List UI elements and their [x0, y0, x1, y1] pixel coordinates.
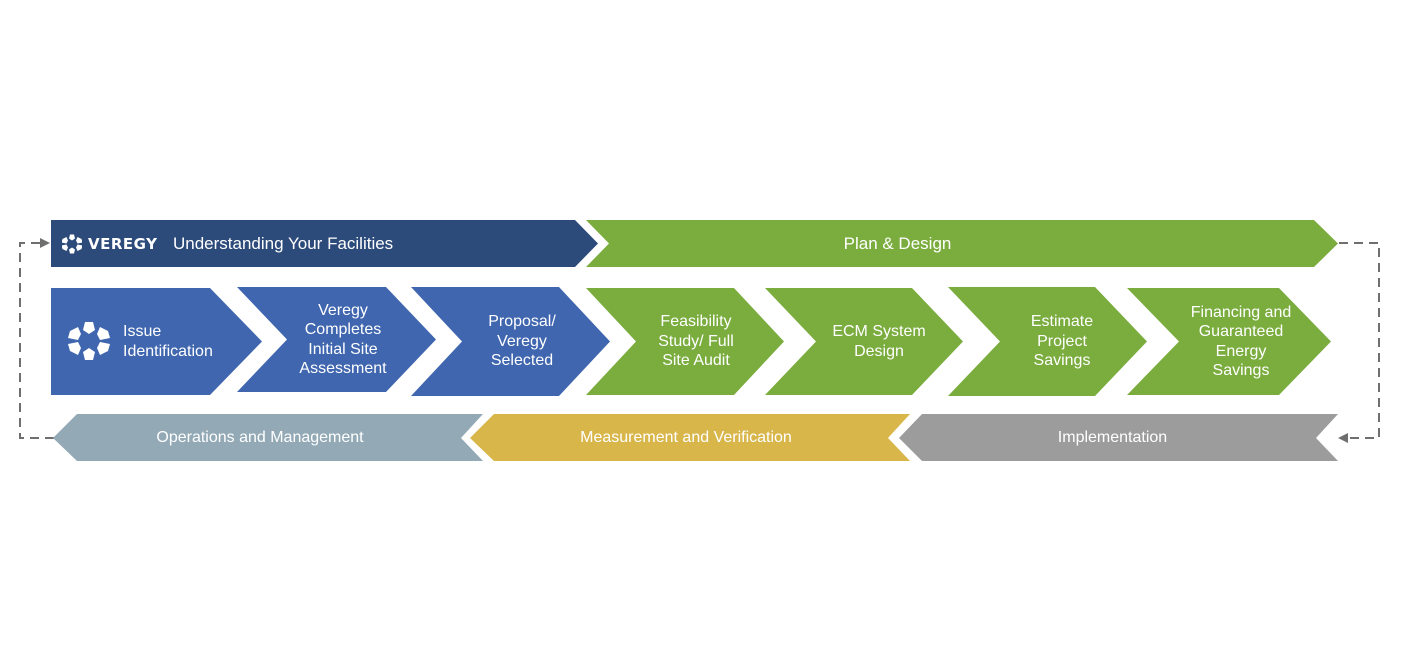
- loop-arrowhead-left: [40, 238, 50, 248]
- header-arrow-plan-design: [586, 220, 1338, 267]
- step-chevron-1: [51, 288, 262, 395]
- step-chevron-2: [237, 287, 436, 392]
- step-chevron-6: [948, 287, 1147, 396]
- phase-arrow-measurement: [470, 414, 910, 461]
- step-chevron-4: [586, 288, 784, 395]
- step-chevron-3: [411, 287, 610, 396]
- veregy-logo-icon: [68, 322, 110, 360]
- phase-arrow-implementation: [899, 414, 1338, 461]
- veregy-star-icon: [62, 234, 82, 254]
- loop-arrowhead-right: [1338, 433, 1348, 443]
- feedback-loop: [19, 242, 1380, 439]
- step-chevron-7: [1127, 288, 1331, 395]
- loop-line-left: [19, 242, 54, 439]
- phase-arrow-operations: [53, 414, 483, 461]
- brand-logo: VEREGY: [62, 233, 158, 255]
- header-arrow-understanding: [51, 220, 598, 267]
- brand-wordmark: VEREGY: [88, 235, 158, 253]
- loop-line-right: [1339, 242, 1380, 439]
- step-chevron-5: [765, 288, 963, 395]
